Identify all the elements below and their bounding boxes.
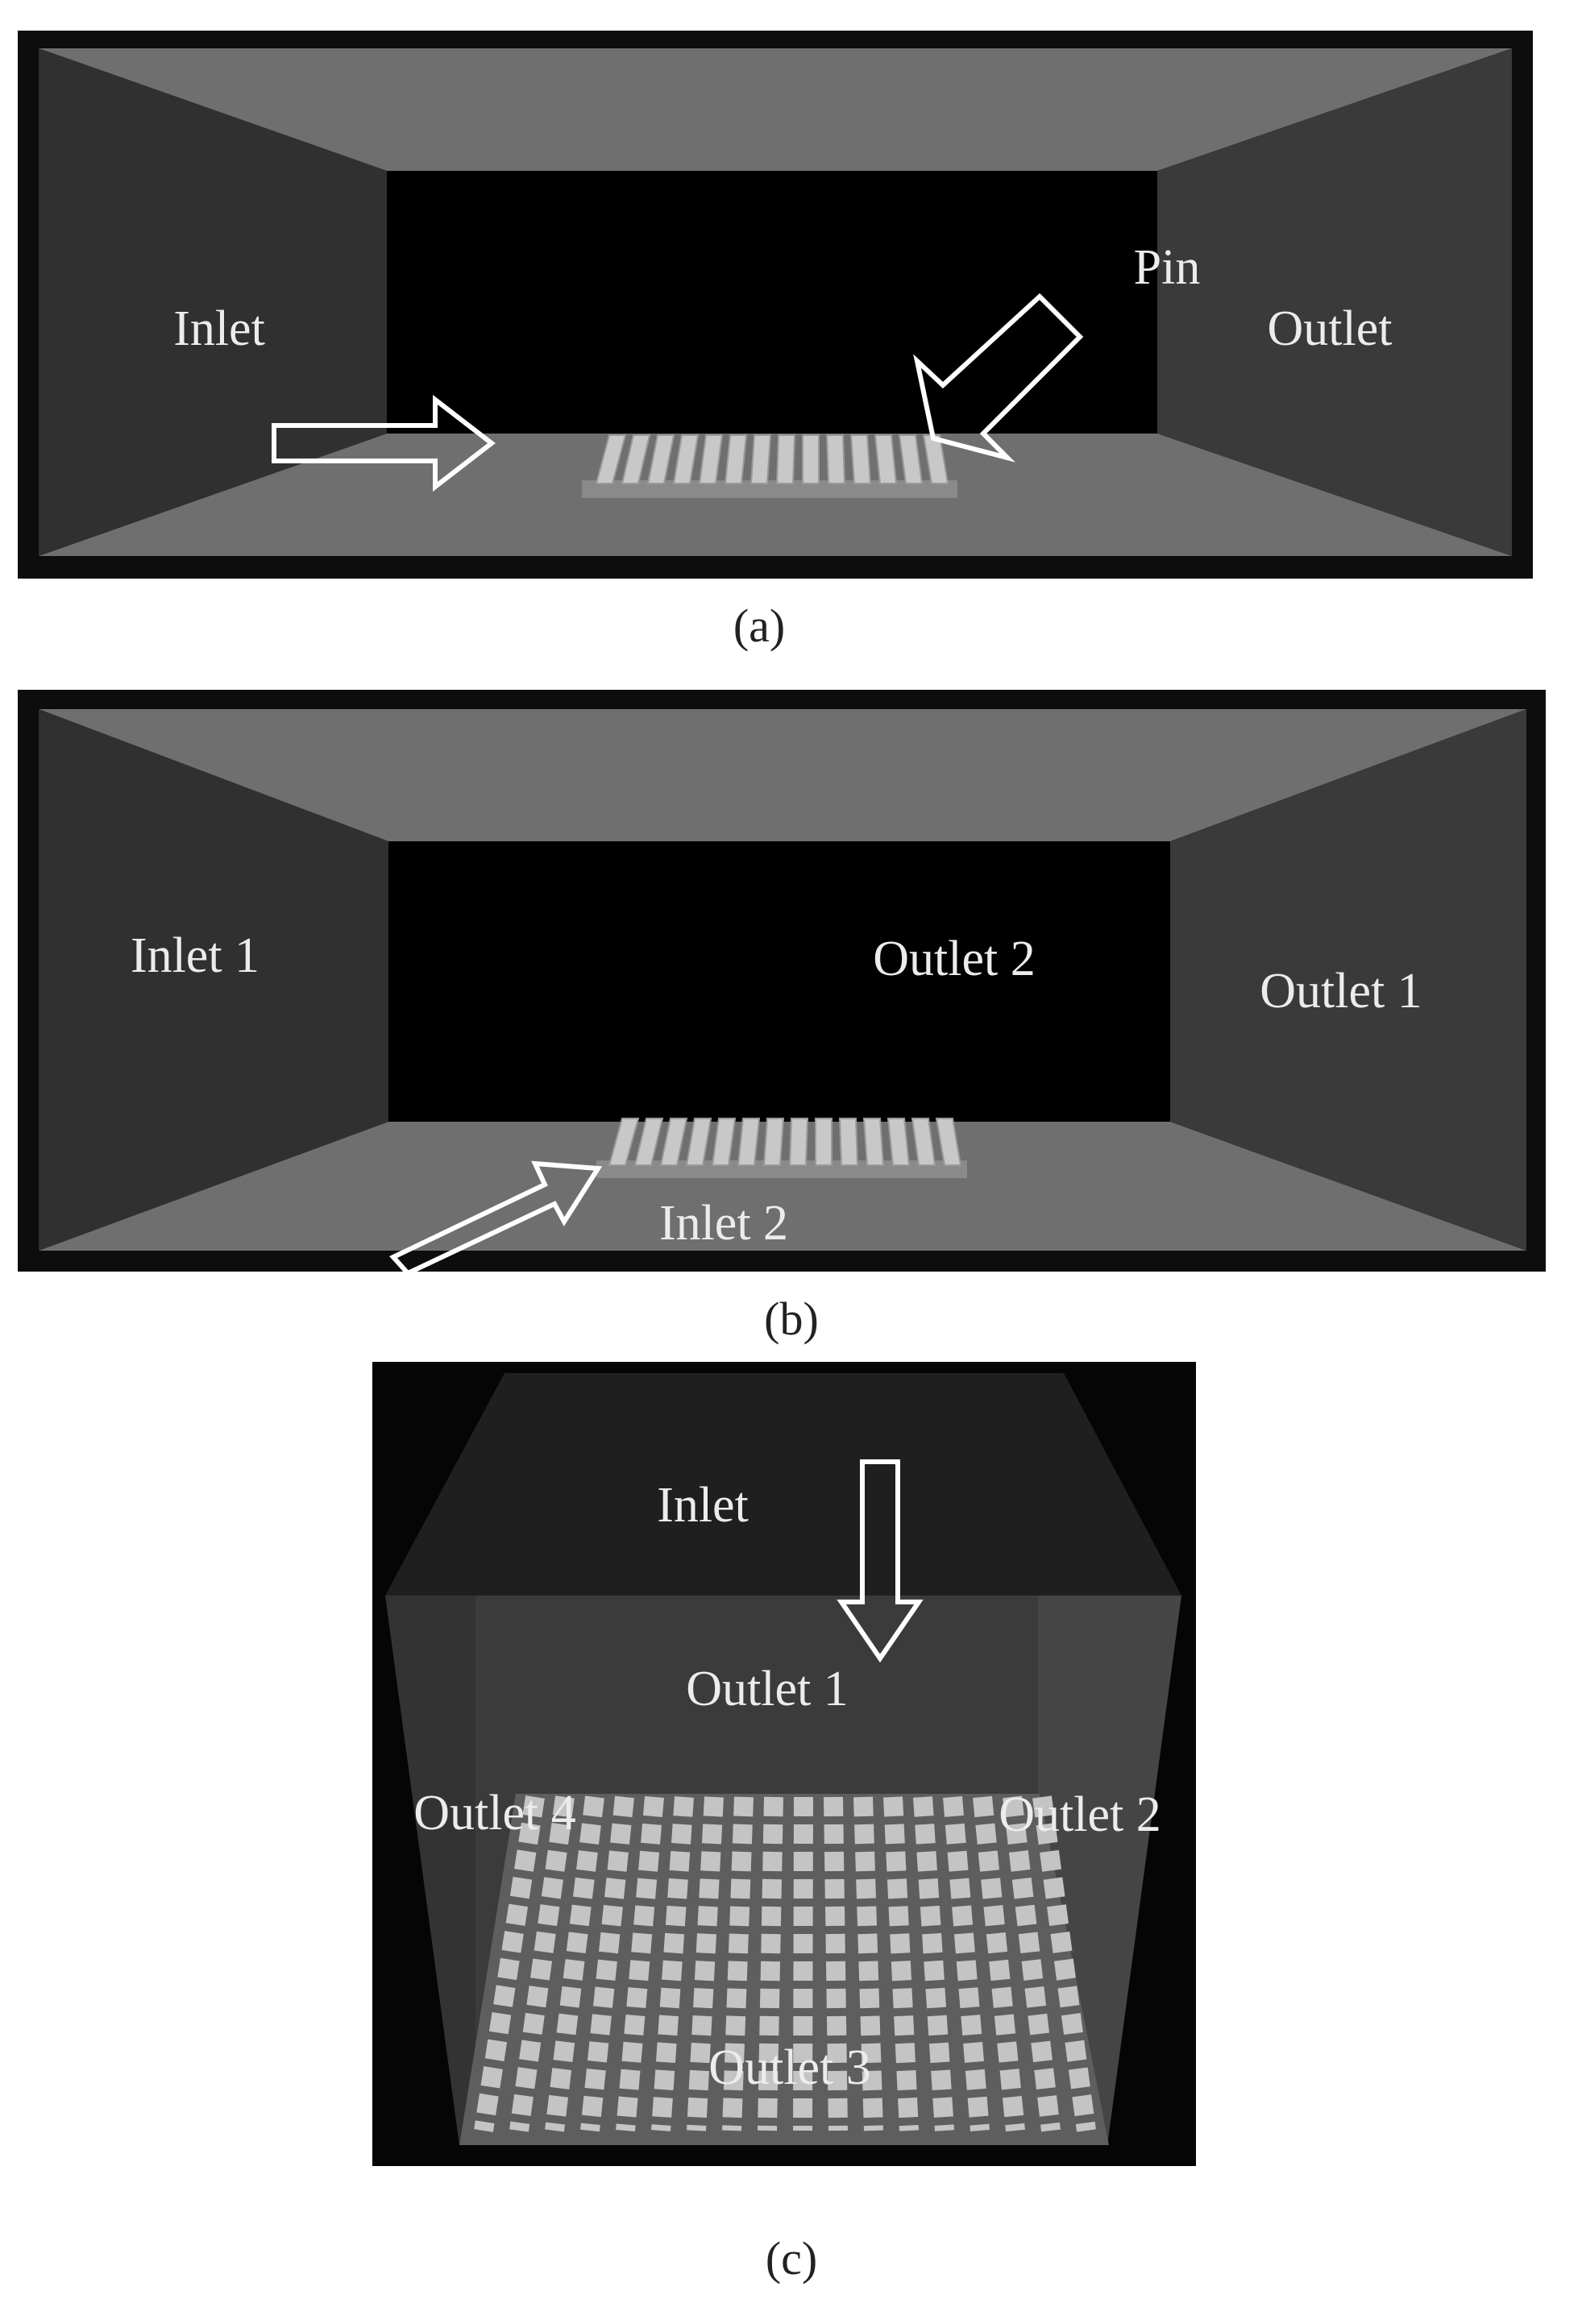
pin-column xyxy=(651,1796,694,2131)
panel-c-pin-grid xyxy=(474,1795,1096,2132)
pin-column xyxy=(1003,1795,1061,2132)
pin xyxy=(762,1118,785,1166)
pin-column xyxy=(883,1796,919,2131)
panel-b-ceiling xyxy=(39,709,1526,841)
pin-column xyxy=(687,1796,724,2131)
panel-a-pin-array xyxy=(595,434,949,484)
pin xyxy=(621,434,651,484)
panel-c-top-face xyxy=(385,1373,1181,1596)
panel-b-outlet-1-label: Outlet 1 xyxy=(1260,964,1422,1019)
panel-c-outlet-4-label: Outlet 4 xyxy=(413,1786,575,1841)
pin xyxy=(838,1118,859,1166)
panel-a: Inlet Outlet Pin (a) xyxy=(18,31,1533,652)
panel-c-caption: (c) xyxy=(766,2232,817,2285)
pin xyxy=(685,1118,712,1166)
panel-b: Inlet 1 Outlet 2 Outlet 1 Inlet 2 (b) xyxy=(18,690,1546,1345)
pin-column xyxy=(580,1795,634,2132)
panel-a-ceiling xyxy=(39,48,1512,171)
pin xyxy=(672,434,700,484)
pin-column xyxy=(824,1796,848,2131)
panel-b-outlet-2-label: Outlet 2 xyxy=(873,932,1035,986)
panel-b-left-wall xyxy=(39,709,388,1251)
pin-column xyxy=(973,1795,1025,2132)
pin-pointer-arrow xyxy=(913,293,1084,463)
panel-b-right-wall xyxy=(1170,709,1526,1251)
inlet-2-arrow xyxy=(389,1160,603,1276)
pin xyxy=(802,434,820,484)
pin-column xyxy=(853,1796,883,2131)
inlet-arrow-right xyxy=(272,394,496,492)
pin xyxy=(849,434,872,484)
panel-a-left-wall xyxy=(39,48,387,556)
pin xyxy=(749,434,772,484)
pin xyxy=(788,1118,809,1166)
panel-a-outlet-label: Outlet xyxy=(1268,301,1393,356)
panel-b-inlet-1-label: Inlet 1 xyxy=(131,928,260,983)
panel-c-outlet-2-label: Outlet 2 xyxy=(999,1787,1161,1842)
panel-b-floor xyxy=(39,1122,1526,1251)
panel-a-pin-base xyxy=(582,480,957,498)
pin-column xyxy=(913,1796,954,2131)
panel-c-inlet-label: Inlet xyxy=(657,1478,749,1533)
pin xyxy=(659,1118,688,1166)
pin xyxy=(898,434,924,484)
pin xyxy=(698,434,724,484)
panel-c: Inlet Outlet 1 Outlet 4 Outlet 2 Outlet … xyxy=(372,1362,1196,2285)
panel-b-inlet-2-label: Inlet 2 xyxy=(659,1196,788,1251)
panel-a-pin-label: Pin xyxy=(1134,240,1201,295)
pin-column xyxy=(545,1795,604,2132)
pin xyxy=(815,1118,833,1166)
pin xyxy=(646,434,675,484)
pin xyxy=(775,434,796,484)
pin xyxy=(711,1118,737,1166)
panel-b-back-wall xyxy=(388,841,1170,1122)
pin-column xyxy=(616,1795,664,2132)
panel-b-pin-array xyxy=(608,1118,962,1166)
pin xyxy=(887,1118,911,1166)
pin xyxy=(724,434,748,484)
pin-column xyxy=(509,1795,575,2132)
pin-column xyxy=(1032,1795,1096,2132)
panel-a-caption: (a) xyxy=(733,600,785,652)
pin xyxy=(595,434,627,484)
pin xyxy=(935,1118,962,1166)
pin xyxy=(922,434,949,484)
pin xyxy=(608,1118,640,1166)
panel-a-right-wall xyxy=(1157,48,1512,556)
panel-a-inlet-label: Inlet xyxy=(173,301,265,356)
pin xyxy=(911,1118,936,1166)
panel-b-caption: (b) xyxy=(764,1293,819,1345)
pin xyxy=(633,1118,664,1166)
pin-column xyxy=(758,1796,783,2131)
panel-a-back-wall xyxy=(387,171,1157,434)
panel-c-outlet-3-label: Outlet 3 xyxy=(708,2040,870,2095)
pin xyxy=(825,434,846,484)
pin-column xyxy=(722,1796,754,2131)
pin xyxy=(862,1118,885,1166)
pin-column xyxy=(474,1795,545,2132)
pin-column xyxy=(943,1796,990,2131)
panel-c-left-face xyxy=(385,1596,475,2145)
inlet-arrow-down xyxy=(837,1459,924,1663)
pin xyxy=(874,434,898,484)
panel-c-outlet-1-label: Outlet 1 xyxy=(686,1662,848,1716)
pin xyxy=(737,1118,761,1166)
